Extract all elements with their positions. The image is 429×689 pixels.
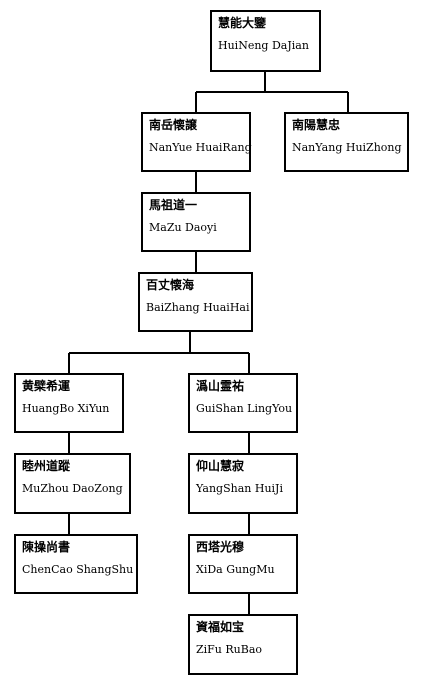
node-xida-pinyin: XiDa GungMu — [196, 563, 275, 576]
node-baizhang-chinese: 百丈懐海 — [146, 278, 195, 292]
node-nanyue[interactable]: 南岳懐譲 NanYue HuaiRang — [141, 112, 252, 172]
node-nanyue-pinyin: NanYue HuaiRang — [149, 141, 252, 154]
node-huineng-chinese: 慧能大鑒 — [218, 16, 267, 30]
node-baizhang-pinyin: BaiZhang HuaiHai — [146, 301, 250, 314]
node-guishan-pinyin: GuiShan LingYou — [196, 402, 293, 415]
node-nanyang-chinese: 南陽慧忠 — [292, 118, 341, 132]
node-zifu-pinyin: ZiFu RuBao — [196, 643, 263, 656]
node-mazu[interactable]: 馬祖道一 MaZu Daoyi — [141, 192, 251, 252]
node-huangbo-chinese: 黄檗希運 — [22, 379, 71, 393]
node-nanyang[interactable]: 南陽慧忠 NanYang HuiZhong — [284, 112, 409, 172]
node-yangshan-pinyin: YangShan HuiJi — [196, 482, 283, 495]
node-yangshan-chinese: 仰山慧寂 — [196, 459, 245, 473]
node-mazu-pinyin: MaZu Daoyi — [149, 221, 217, 234]
node-nanyue-chinese: 南岳懐譲 — [149, 118, 198, 132]
node-nanyang-pinyin: NanYang HuiZhong — [292, 141, 402, 154]
node-zifu[interactable]: 資福如宝 ZiFu RuBao — [188, 614, 298, 675]
node-yangshan[interactable]: 仰山慧寂 YangShan HuiJi — [188, 453, 298, 514]
node-muzhou-pinyin: MuZhou DaoZong — [22, 482, 123, 495]
node-xida[interactable]: 西塔光穆 XiDa GungMu — [188, 534, 298, 594]
node-huangbo[interactable]: 黄檗希運 HuangBo XiYun — [14, 373, 124, 433]
node-huangbo-pinyin: HuangBo XiYun — [22, 402, 110, 415]
node-guishan[interactable]: 潙山霊祐 GuiShan LingYou — [188, 373, 298, 433]
node-xida-chinese: 西塔光穆 — [196, 540, 245, 554]
node-guishan-chinese: 潙山霊祐 — [196, 379, 245, 393]
node-chencao[interactable]: 陳操尚書 ChenCao ShangShu — [14, 534, 138, 594]
node-mazu-chinese: 馬祖道一 — [149, 198, 198, 212]
node-huineng[interactable]: 慧能大鑒 HuiNeng DaJian — [210, 10, 321, 72]
node-chencao-pinyin: ChenCao ShangShu — [22, 563, 134, 576]
node-baizhang[interactable]: 百丈懐海 BaiZhang HuaiHai — [138, 272, 253, 332]
node-muzhou[interactable]: 睦州道蹤 MuZhou DaoZong — [14, 453, 131, 514]
node-muzhou-chinese: 睦州道蹤 — [22, 459, 71, 473]
node-zifu-chinese: 資福如宝 — [196, 620, 245, 634]
node-huineng-pinyin: HuiNeng DaJian — [218, 39, 309, 52]
node-chencao-chinese: 陳操尚書 — [22, 540, 71, 554]
